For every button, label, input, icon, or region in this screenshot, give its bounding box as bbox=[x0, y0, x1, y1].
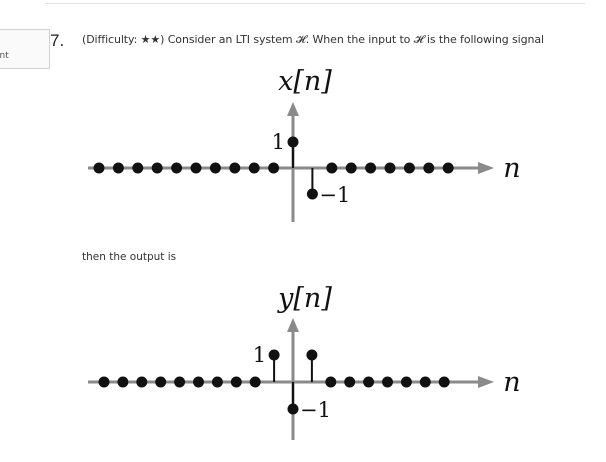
sample-dot bbox=[229, 162, 241, 174]
output-intro-text: then the output is bbox=[82, 251, 177, 263]
value-label: 1 bbox=[272, 130, 285, 154]
output-signal-plot: y[n] n 1 −1 bbox=[88, 283, 521, 440]
sample-dot bbox=[306, 188, 318, 200]
horizontal-axis-arrow bbox=[478, 162, 494, 174]
vertical-axis-arrow bbox=[287, 102, 299, 116]
question-number: 7. bbox=[50, 31, 65, 50]
sample-dot bbox=[365, 162, 377, 174]
sample-dot bbox=[326, 162, 338, 174]
sample-dot bbox=[345, 162, 357, 174]
sample-dot bbox=[384, 162, 396, 174]
sample-dot bbox=[268, 349, 280, 361]
horizontal-axis-arrow bbox=[478, 376, 494, 388]
sample-dot bbox=[151, 162, 163, 174]
sample-dot bbox=[174, 376, 186, 388]
sample-dot bbox=[423, 162, 435, 174]
sample-dot bbox=[132, 162, 144, 174]
sample-dot bbox=[344, 376, 356, 388]
sample-dot bbox=[442, 162, 454, 174]
sample-dot bbox=[190, 162, 202, 174]
sample-dot bbox=[248, 162, 260, 174]
sample-dot bbox=[155, 376, 167, 388]
sample-dot bbox=[287, 136, 299, 148]
sample-dot bbox=[363, 376, 375, 388]
sample-dot bbox=[193, 376, 204, 388]
sample-dot bbox=[211, 376, 223, 388]
input-signal-plot: x[n] n 1 −1 bbox=[88, 66, 521, 222]
value-label: −1 bbox=[300, 398, 331, 422]
side-tab-label: int bbox=[0, 51, 9, 61]
sample-dot bbox=[209, 162, 221, 174]
sample-dot bbox=[382, 376, 393, 388]
plot-title: x[n] bbox=[278, 66, 332, 97]
sample-dot bbox=[438, 376, 450, 388]
sample-dot bbox=[249, 376, 261, 388]
sample-dot bbox=[306, 349, 318, 361]
sample-dot bbox=[93, 162, 105, 174]
axis-label: n bbox=[503, 153, 520, 184]
value-label: −1 bbox=[319, 183, 350, 207]
sample-dot bbox=[98, 376, 110, 388]
sample-dot bbox=[400, 376, 412, 388]
plot-title: y[n] bbox=[277, 283, 332, 314]
sample-dot bbox=[171, 162, 183, 174]
sample-dot bbox=[268, 162, 280, 174]
question-text: (Difficulty: ★★) Consider an LTI system … bbox=[82, 33, 544, 46]
sample-dot bbox=[136, 376, 148, 388]
sample-dot bbox=[112, 162, 124, 174]
sample-dot bbox=[419, 376, 431, 388]
value-label: 1 bbox=[253, 343, 266, 367]
side-tab[interactable]: int bbox=[0, 29, 50, 69]
vertical-axis-arrow bbox=[287, 318, 299, 332]
sample-dot bbox=[403, 162, 415, 174]
sample-dot bbox=[287, 403, 299, 415]
sample-dot bbox=[325, 376, 337, 388]
sample-dot bbox=[230, 376, 242, 388]
axis-label: n bbox=[503, 367, 520, 398]
top-divider bbox=[45, 3, 585, 4]
sample-dot bbox=[117, 376, 129, 388]
